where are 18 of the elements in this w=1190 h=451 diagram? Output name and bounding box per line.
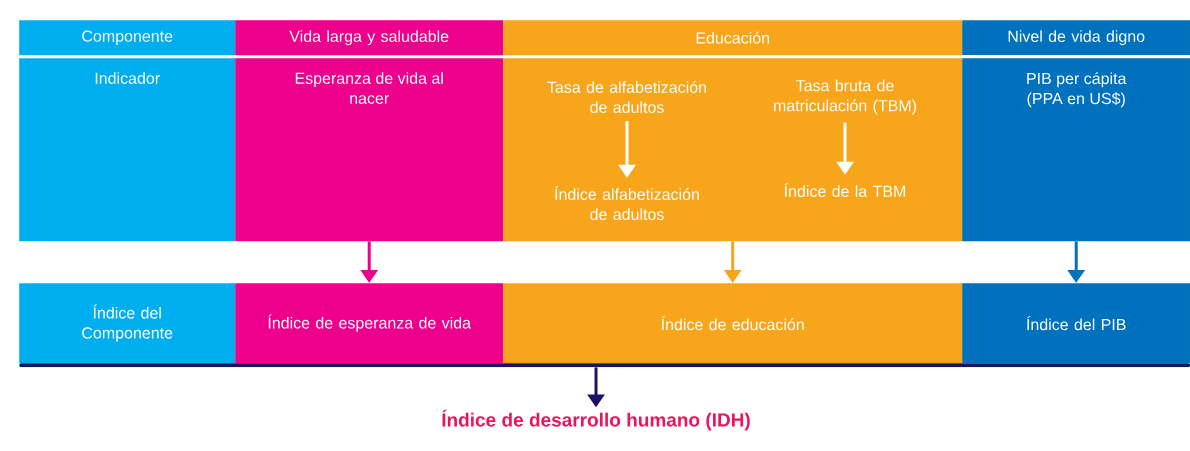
header-cell: Nivel de vida digno xyxy=(962,20,1190,56)
bus-bar xyxy=(19,363,1190,368)
indicator-label: Tasa de alfabetización de adultos xyxy=(547,81,706,113)
indicator-cell: Indicador xyxy=(19,58,236,242)
index-label: Índice alfabetización de adultos xyxy=(555,186,699,220)
index-cell: Índice del Componente xyxy=(19,283,236,364)
index-label: Índice de la TBM xyxy=(784,183,905,197)
indicator-label: Tasa bruta de matriculación (TBM) xyxy=(774,79,916,115)
index-cell: Índice de educación xyxy=(503,283,963,364)
indicator-cell: PIB per cápita (PPA en US$) xyxy=(962,58,1190,242)
index-cell: Índice de esperanza de vida xyxy=(235,283,504,364)
indicator-cell: Esperanza de vida al nacer xyxy=(235,58,504,242)
indicator-cell xyxy=(503,58,963,242)
result-label: Índice de desarrollo humano (IDH) xyxy=(442,409,750,431)
header-cell: Educación xyxy=(503,20,963,56)
header-cell: Vida larga y saludable xyxy=(235,20,504,56)
header-cell: Componente xyxy=(19,20,236,56)
index-cell: Índice del PIB xyxy=(962,283,1190,364)
